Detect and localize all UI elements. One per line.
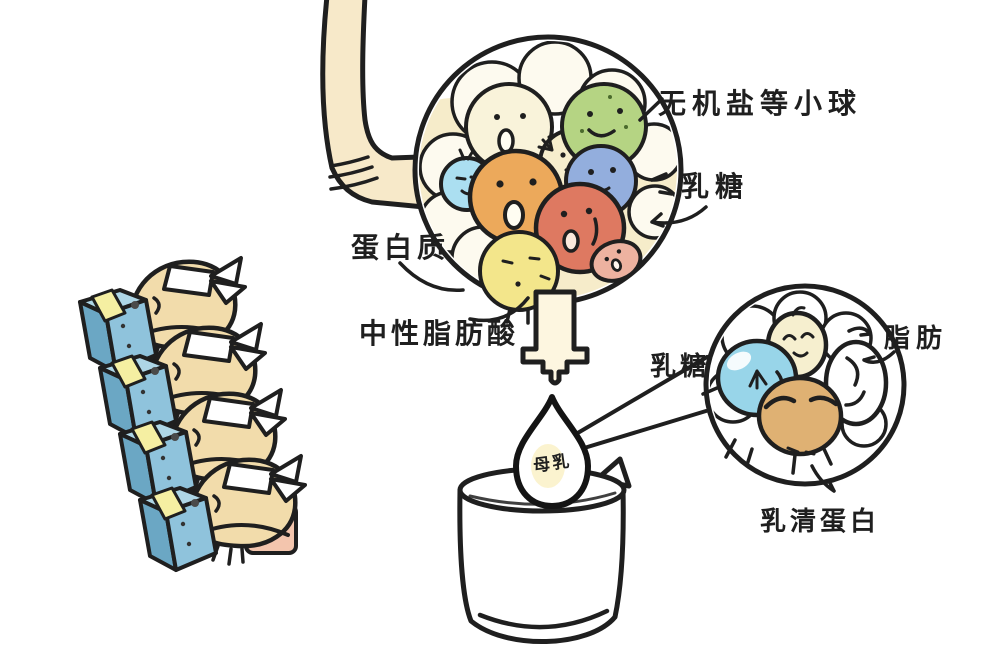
milk-globule-circle xyxy=(412,34,684,386)
milk-drop: 母乳 xyxy=(513,394,591,509)
label-whey-protein-leader xyxy=(810,464,836,493)
milk-factory-workers xyxy=(80,258,305,570)
detail-tan-ball-whey xyxy=(756,375,844,457)
label-lactose-leader xyxy=(650,205,708,228)
detail-circle-labels: 乳糖 脂肪 乳清蛋白 xyxy=(650,324,948,537)
label-neutral-fatty-acid: 中性脂肪酸 xyxy=(359,317,519,350)
label-whey-protein: 乳清蛋白 xyxy=(760,506,880,537)
label-fat: 脂肪 xyxy=(884,324,948,354)
label-fat-leader xyxy=(862,350,896,364)
pink-ball-small xyxy=(589,239,643,283)
label-protein: 蛋白质 xyxy=(351,231,450,264)
label-neutral-fatty-acid-leader xyxy=(468,296,530,323)
label-lactose: 乳糖 xyxy=(681,170,749,203)
drop-glow xyxy=(531,444,565,488)
fat-globule-detail-circle xyxy=(701,283,907,487)
big-circle-labels: 无机盐等小球 乳糖 蛋白质 中性脂肪酸 xyxy=(351,87,862,350)
label-lactose-detail: 乳糖 xyxy=(650,351,710,382)
label-inorganic-salts-leader xyxy=(638,97,664,122)
beaker-bottom-line xyxy=(477,608,610,630)
label-inorganic-salts: 无机盐等小球 xyxy=(658,87,862,120)
label-protein-leader xyxy=(398,261,465,293)
beaker-body xyxy=(457,486,626,645)
detail-limbs xyxy=(701,386,833,475)
zoom-callout-lines xyxy=(569,355,709,454)
nozzle xyxy=(520,289,590,386)
tube-cuff-rings xyxy=(328,155,379,191)
